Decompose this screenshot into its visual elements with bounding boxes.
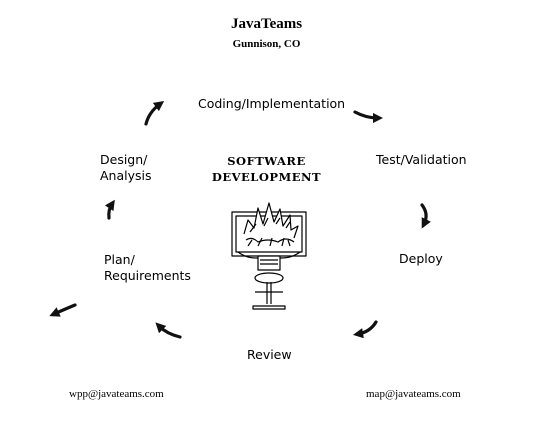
stage-plan-line1: Plan/ [104, 252, 135, 267]
arrow-plan-to-design-icon [104, 199, 115, 220]
company-name: JavaTeams [230, 16, 303, 32]
arrow-coding-to-test-icon [353, 110, 384, 124]
arrow-plan-left-icon [49, 303, 77, 317]
stage-design-line1: Design/ [100, 152, 148, 167]
stage-test-validation: Test/Validation [376, 152, 467, 167]
arrow-design-to-coding-icon [144, 100, 165, 126]
stage-deploy: Deploy [399, 251, 443, 266]
programmer-at-computer-icon [231, 202, 307, 310]
center-title-line2: DEVELOPMENT [211, 170, 322, 184]
arrow-test-to-deploy-icon [420, 203, 431, 229]
arrow-deploy-to-review-icon [352, 320, 378, 339]
company-location: Gunnison, CO [232, 38, 301, 50]
stage-review: Review [247, 347, 292, 362]
contact-email-left[interactable]: wpp@javateams.com [69, 388, 164, 400]
stage-plan-requirements: Plan/ Requirements [104, 252, 191, 284]
arrow-review-to-plan-icon [155, 322, 182, 339]
stage-coding-implementation: Coding/Implementation [198, 96, 346, 111]
center-title-line1: SOFTWARE [227, 154, 306, 168]
stage-design-line2: Analysis [100, 168, 152, 183]
stage-plan-line2: Requirements [104, 268, 191, 283]
contact-email-right[interactable]: map@javateams.com [366, 388, 461, 400]
stage-design-analysis: Design/ Analysis [100, 152, 152, 184]
center-title: SOFTWARE DEVELOPMENT [0, 153, 533, 185]
